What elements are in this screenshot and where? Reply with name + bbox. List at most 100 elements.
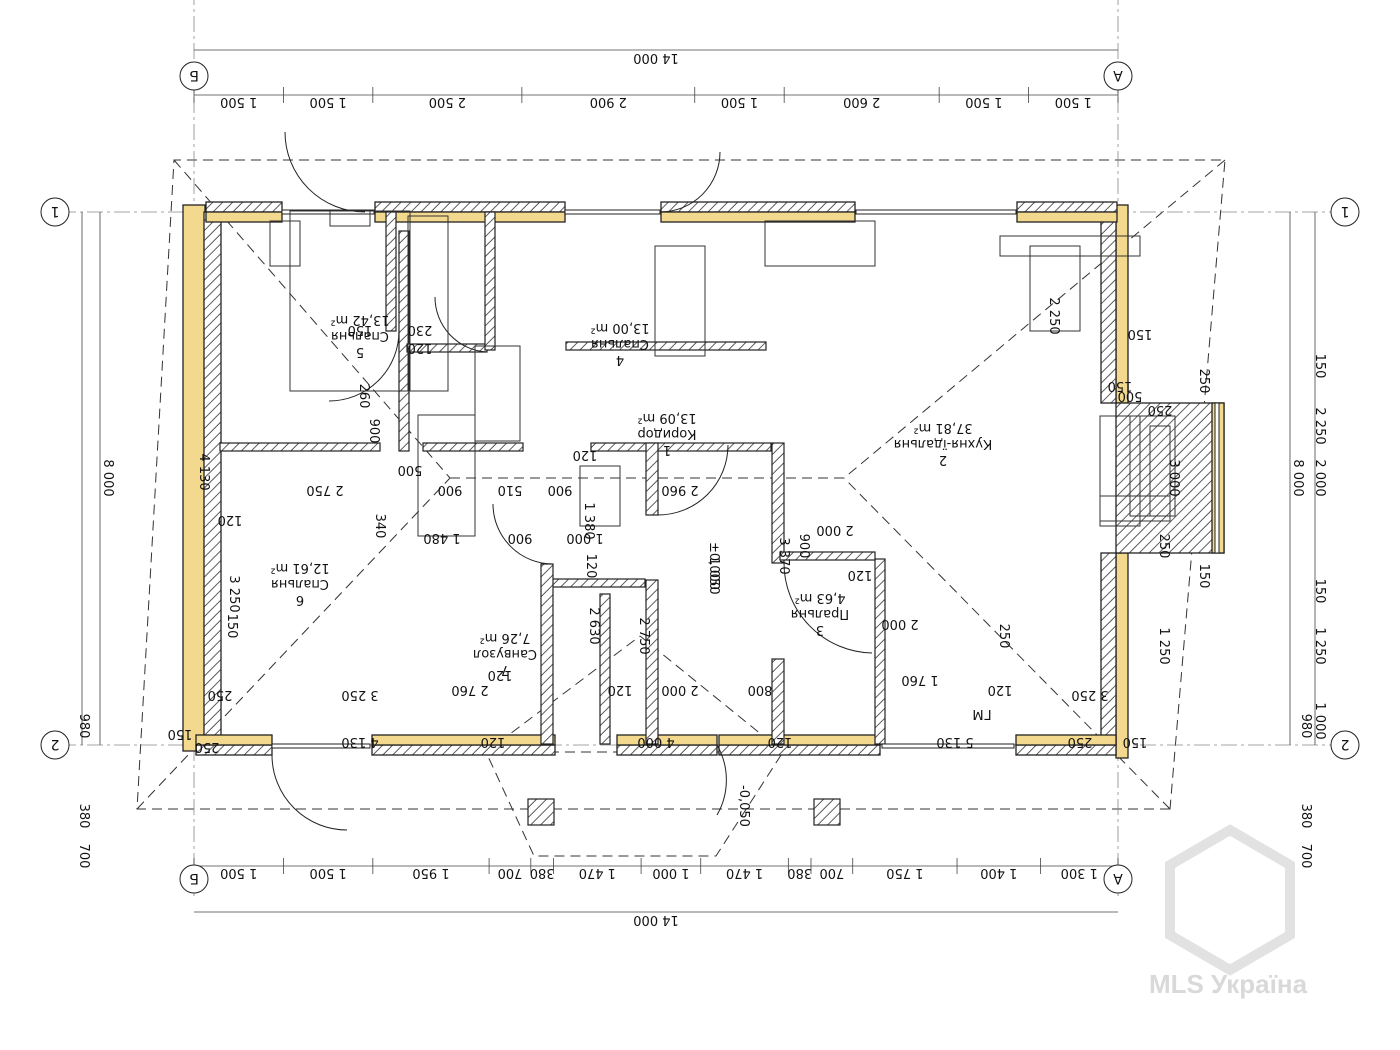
dim-label: 900 [438,482,463,497]
porch-hip [639,635,784,753]
wall-segment [1100,552,1117,745]
door-swing [659,151,721,213]
dim-label: 150 [1128,326,1153,341]
insulation-layer [371,734,556,746]
window [271,743,371,749]
room-area: 7,26 m² [480,630,531,645]
room-name: Спальня [271,576,329,591]
dim-label: 2 000 [881,616,918,631]
window [281,209,375,215]
gm-mark: ГМ [972,706,991,721]
column [527,798,555,826]
wall-partition [398,230,410,452]
insulation-layer [1015,734,1117,746]
shelf [329,210,371,227]
dim-label: 1 500 [310,94,347,109]
dim-label: 120 [573,447,598,462]
axis-bubbles: Б Б А А 1 1 2 2 [40,61,1360,894]
dim-label: 900 [366,419,381,444]
room-number: 5 [356,344,364,359]
room-number: 6 [296,592,304,607]
wall-partition [565,341,767,351]
dim-label: 2 500 [429,94,466,109]
dim-label: 2 760 [451,682,488,697]
roof-hip [843,159,1226,479]
axis-bubble-a [1103,864,1133,894]
exterior-walls [182,201,1225,759]
dim-label: 2 900 [590,94,627,109]
dim-label: 1 500 [965,94,1002,109]
wall-partition [645,442,659,516]
dim-label: 250 [195,739,220,754]
dim-label: 2 960 [661,482,698,497]
porch-columns [527,798,841,826]
roof-hip [136,477,451,810]
level-mark-outside: -0,050 [736,785,751,827]
axis-label-a: А [1113,67,1123,83]
dim-label: 1 250 [1156,627,1171,664]
room-area: 12,61 m² [270,560,329,575]
axis-bubble-1 [40,197,70,227]
dim-label: 260 [356,384,371,409]
axis-label-2: 2 [51,736,60,752]
dim-label: 1 000 [566,530,603,545]
dim-label: 1 500 [220,94,257,109]
room-area: 13,42 m² [330,312,389,327]
dim-label: 120 [218,512,243,527]
window [1214,402,1220,554]
entry-door-swing [716,744,727,816]
dim-label: 900 [796,534,811,559]
dim-label: 1 950 [412,865,449,880]
dim-label: 1 000 [1312,702,1327,739]
dim-label: 250 [1196,369,1211,394]
dim-label: 380 [1298,804,1313,829]
door-swing [328,330,400,402]
wall-partition [599,593,611,745]
dim-label: 1 470 [726,865,763,880]
insulation-layer [1115,204,1129,404]
axis-bubble-2 [1330,730,1360,760]
axis-label-1: 1 [51,203,60,219]
dim-label: 2 000 [816,522,853,537]
dim-label: 120 [481,734,506,749]
dim-label: 2 750 [306,482,343,497]
furniture [269,210,1176,537]
wall-segment [718,744,881,756]
room-name: Коридор [637,426,696,441]
room-label-laundry: 3 Пральня 4,63 m² [791,590,849,637]
dim-label: 1 000 [652,865,689,880]
dim-label: 700 [76,844,91,869]
wall-partition [771,658,785,745]
room-name: Пральня [791,606,849,621]
dim-label: 380 [530,865,555,880]
window [855,209,1017,215]
dim-label: 150 [1196,564,1211,589]
dim-label: 120 [988,682,1013,697]
axis-label-b: Б [189,870,199,886]
dim-label: 800 [748,682,773,697]
dim-label: 5 130 [936,734,973,749]
dim-label: 3 250 [1071,687,1108,702]
axis-label-1: 1 [1341,203,1350,219]
door-swing [783,562,873,654]
dim-overall-width-top: 14 000 [633,50,679,65]
roof-hip [843,477,1171,810]
dim-label: 120 [488,667,513,682]
dim-label: 900 [548,482,573,497]
wall-partition [385,211,397,332]
wall-segment [371,744,556,756]
dim-label: 980 [76,714,91,739]
dim-label: 4 130 [196,453,211,490]
doors [271,131,873,831]
window [564,209,661,215]
dim-label: 4 130 [341,734,378,749]
dim-label: 230 [408,322,433,337]
dim-label: 150 [1312,579,1327,604]
dim-label: 500 [1118,388,1143,403]
door-swing [284,131,366,213]
dim-label: 150 [348,322,373,337]
kitchen-counter [1099,415,1141,527]
room-area: 4,63 m² [795,590,846,605]
insulation-layer [616,734,718,746]
